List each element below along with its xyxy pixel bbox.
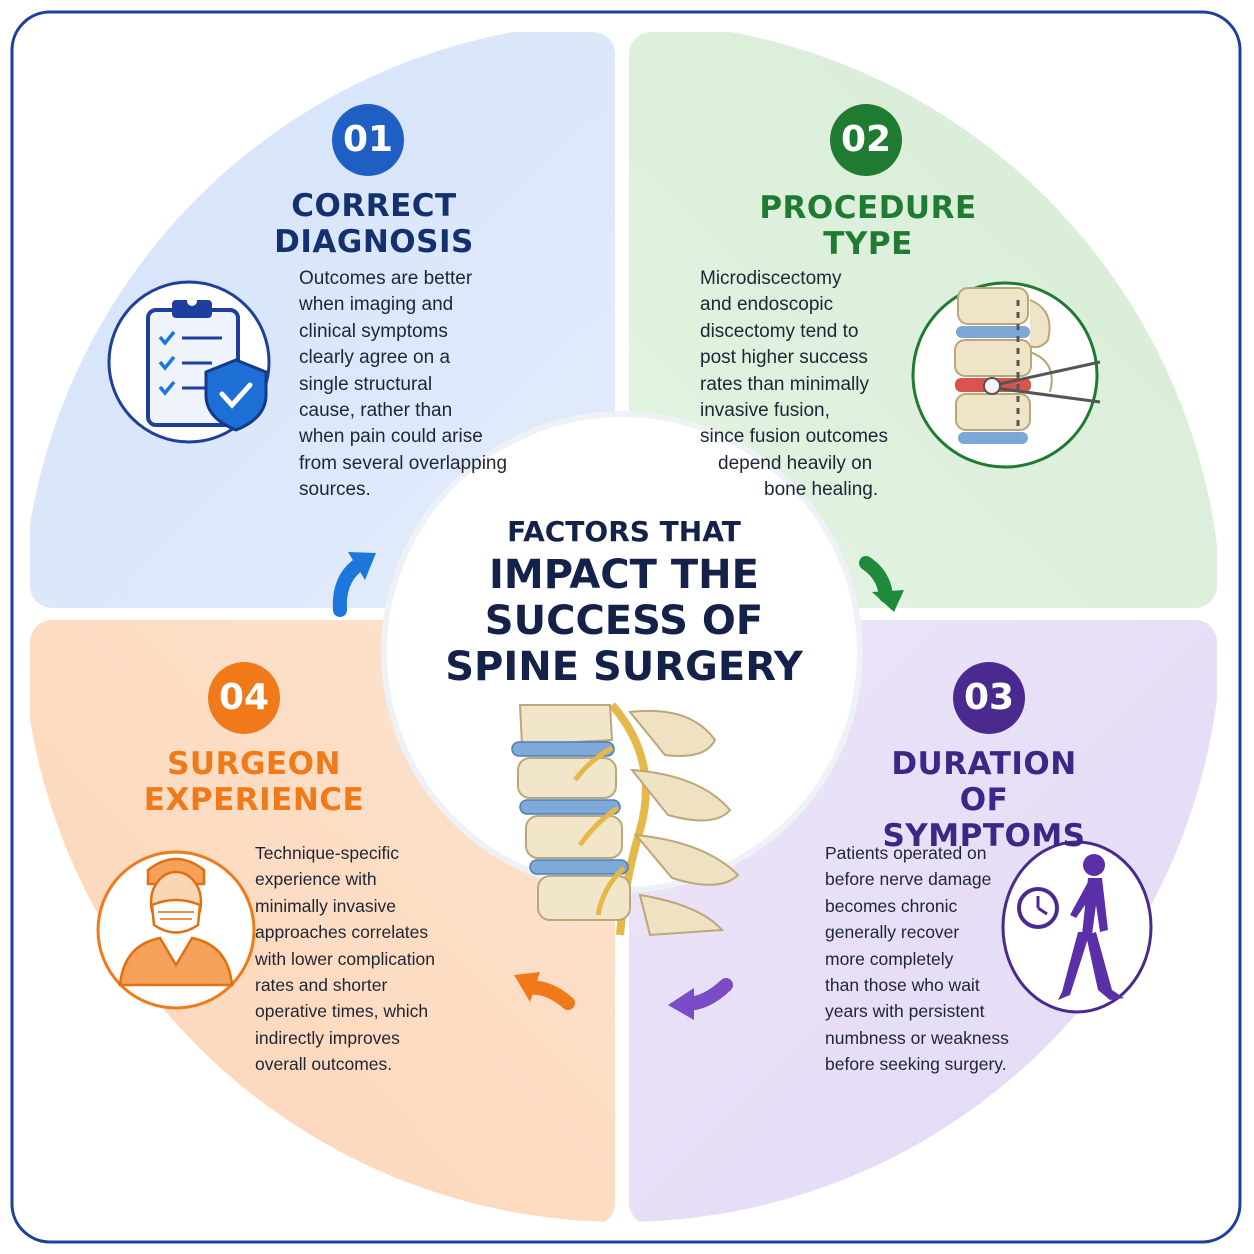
title-duration-of-symptoms: DURATION OF SYMPTOMS [866, 746, 1102, 854]
title-line: CORRECT [291, 188, 457, 224]
title-line: TYPE [823, 226, 913, 262]
body-correct-diagnosis: Outcomes are better when imaging and cli… [299, 266, 507, 504]
body-line: Outcomes are better [299, 268, 473, 289]
title-line: DURATION OF [891, 746, 1077, 818]
body-surgeon-experience: Technique-specific experience with minim… [255, 840, 435, 1078]
body-line: numbness or weakness [825, 1027, 1009, 1048]
body-line: before nerve damage [825, 869, 992, 890]
body-line: post higher success [700, 347, 868, 369]
spine-illustration [511, 702, 740, 937]
body-line: from several overlapping [299, 452, 508, 474]
badge-01: 01 [332, 104, 404, 176]
arrow-left-purple-icon [668, 978, 733, 1020]
body-line: Patients operated on [825, 843, 987, 863]
body-line: Technique-specific [255, 843, 399, 863]
body-line: cause, rather than [299, 400, 453, 422]
title-line: SURGEON [167, 746, 341, 782]
title-procedure-type: PROCEDURE TYPE [748, 190, 988, 262]
center-title-line: SUCCESS OF [484, 598, 764, 644]
body-line: when imaging and [299, 294, 454, 316]
center-title-line: IMPACT THE [489, 552, 759, 598]
center-title-line: SPINE SURGERY [445, 644, 803, 690]
body-line: before seeking surgery. [825, 1054, 1007, 1075]
body-line: rates than minimally [700, 373, 869, 395]
body-line: more completely [825, 948, 954, 969]
arrow-down-right-icon [859, 556, 904, 612]
body-line: overall outcomes. [255, 1054, 393, 1075]
body-line: experience with [255, 869, 377, 890]
body-line: Microdiscectomy [700, 268, 842, 289]
badge-02: 02 [830, 104, 902, 176]
center-title: FACTORS THAT IMPACT THE SUCCESS OF SPINE… [392, 512, 856, 690]
title-line: SYMPTOMS [882, 818, 1086, 854]
body-line: minimally invasive [255, 895, 397, 916]
body-procedure-type: Microdiscectomy and endoscopic discectom… [700, 266, 888, 504]
body-line: invasive fusion, [700, 400, 830, 422]
center-circle [384, 414, 860, 890]
title-correct-diagnosis: CORRECT DIAGNOSIS [262, 188, 486, 260]
surgeon-icon [96, 850, 256, 1010]
body-line: clearly agree on a [299, 347, 451, 369]
body-line: depend heavily on [718, 452, 873, 474]
badge-04: 04 [208, 662, 280, 734]
badge-03: 03 [953, 662, 1025, 734]
body-line: becomes chronic [825, 895, 958, 916]
title-surgeon-experience: SURGEON EXPERIENCE [142, 746, 366, 818]
body-line: operative times, which [255, 1001, 429, 1022]
body-line: sources. [299, 479, 371, 501]
body-line: indirectly improves [255, 1027, 400, 1048]
body-line: and endoscopic [700, 294, 834, 316]
body-line: clinical symptoms [299, 320, 448, 342]
body-line: discectomy tend to [700, 320, 859, 342]
walking-person-clock-icon [1001, 840, 1153, 1014]
clipboard-shield-icon [107, 280, 271, 444]
arrow-left-orange-icon [514, 972, 575, 1010]
body-line: than those who wait [825, 975, 980, 996]
arrow-up-icon [332, 552, 376, 617]
body-line: single structural [299, 373, 433, 395]
title-line: EXPERIENCE [143, 782, 365, 818]
center-title-line: FACTORS THAT [507, 515, 741, 548]
body-line: with lower complication [255, 948, 435, 969]
body-line: bone healing. [764, 479, 879, 501]
body-line: years with persistent [825, 1001, 985, 1022]
title-line: PROCEDURE [759, 190, 977, 226]
body-duration-of-symptoms: Patients operated on before nerve damage… [825, 840, 1009, 1078]
body-line: when pain could arise [299, 426, 483, 448]
body-line: approaches correlates [255, 922, 429, 943]
title-line: DIAGNOSIS [274, 224, 474, 260]
body-line: rates and shorter [255, 975, 388, 996]
spine-instrument-icon [911, 281, 1101, 469]
body-line: generally recover [825, 922, 960, 943]
body-line: since fusion outcomes [700, 426, 888, 448]
